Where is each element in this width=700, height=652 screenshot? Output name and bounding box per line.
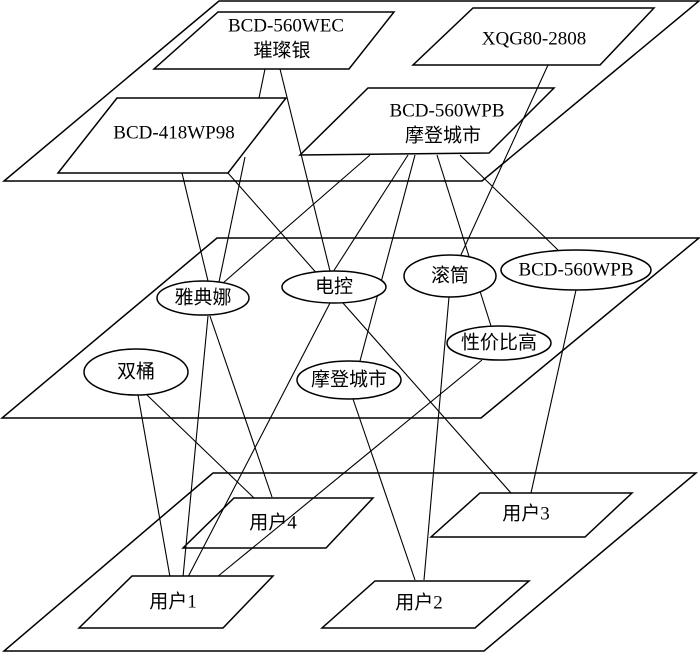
connection-line bbox=[332, 154, 409, 273]
connection-line bbox=[352, 398, 416, 581]
connection-line bbox=[530, 289, 577, 494]
svg-text:双桶: 双桶 bbox=[117, 360, 155, 382]
svg-text:BCD-560WPB: BCD-560WPB bbox=[518, 259, 633, 280]
user-node-4: 用户4 bbox=[181, 497, 375, 549]
svg-text:性价比高: 性价比高 bbox=[461, 331, 537, 353]
svg-text:用户3: 用户3 bbox=[502, 502, 550, 524]
svg-text:用户1: 用户1 bbox=[149, 590, 197, 612]
attribute-node-xingjiabigao: 性价比高 bbox=[446, 325, 552, 361]
svg-text:BCD-418WP98: BCD-418WP98 bbox=[113, 122, 234, 143]
product-node-bcd-560wpb: BCD-560WPB 摩登城市 bbox=[298, 87, 556, 156]
connection-line bbox=[227, 172, 512, 494]
product-node-bcd-418wp98: BCD-418WP98 bbox=[56, 97, 288, 174]
product-node-bcd-560wec: BCD-560WEC 璀璨银 bbox=[152, 11, 396, 70]
connection-line bbox=[222, 154, 371, 284]
connection-line bbox=[216, 359, 483, 578]
connection-line bbox=[359, 154, 416, 362]
connection-line bbox=[137, 394, 171, 578]
user-plane bbox=[1, 472, 699, 652]
svg-text:BCD-560WEC: BCD-560WEC bbox=[228, 15, 344, 36]
connection-line bbox=[423, 296, 450, 581]
connection-line bbox=[459, 64, 549, 258]
svg-text:摩登城市: 摩登城市 bbox=[311, 368, 387, 390]
connection-line bbox=[459, 154, 559, 251]
svg-text:用户4: 用户4 bbox=[249, 511, 297, 533]
svg-text:雅典娜: 雅典娜 bbox=[174, 286, 231, 308]
user-node-3: 用户3 bbox=[429, 492, 634, 538]
user-node-1: 用户1 bbox=[77, 575, 275, 629]
attribute-plane bbox=[0, 237, 700, 419]
attribute-node-shuangtong: 双桶 bbox=[83, 348, 189, 396]
connection-line bbox=[182, 315, 209, 578]
product-node-xqg80-2808: XQG80-2808 bbox=[411, 7, 656, 66]
attribute-node-modengchengshi: 摩登城市 bbox=[296, 360, 402, 400]
user-node-2: 用户2 bbox=[320, 580, 532, 629]
svg-text:电控: 电控 bbox=[315, 275, 353, 297]
svg-text:用户2: 用户2 bbox=[395, 591, 443, 613]
connection-line bbox=[218, 156, 246, 283]
svg-text:璀璨银: 璀璨银 bbox=[253, 39, 310, 61]
attribute-node-guntong: 滚筒 bbox=[403, 254, 497, 298]
svg-text:滚筒: 滚筒 bbox=[431, 264, 469, 286]
svg-text:BCD-560WPB: BCD-560WPB bbox=[389, 100, 504, 121]
svg-text:XQG80-2808: XQG80-2808 bbox=[482, 28, 587, 49]
connection-line bbox=[146, 394, 255, 499]
connection-line bbox=[258, 68, 266, 99]
attribute-node-yadianna: 雅典娜 bbox=[156, 280, 250, 316]
attribute-node-bcd-560wpb: BCD-560WPB bbox=[500, 249, 652, 291]
connection-line bbox=[181, 172, 209, 282]
connection-line bbox=[436, 154, 492, 327]
svg-text:摩登城市: 摩登城市 bbox=[405, 124, 481, 146]
attribute-node-dianmian: 电控 bbox=[281, 270, 387, 304]
connection-line bbox=[187, 302, 331, 578]
connection-line bbox=[279, 68, 331, 272]
connection-line bbox=[209, 315, 273, 498]
